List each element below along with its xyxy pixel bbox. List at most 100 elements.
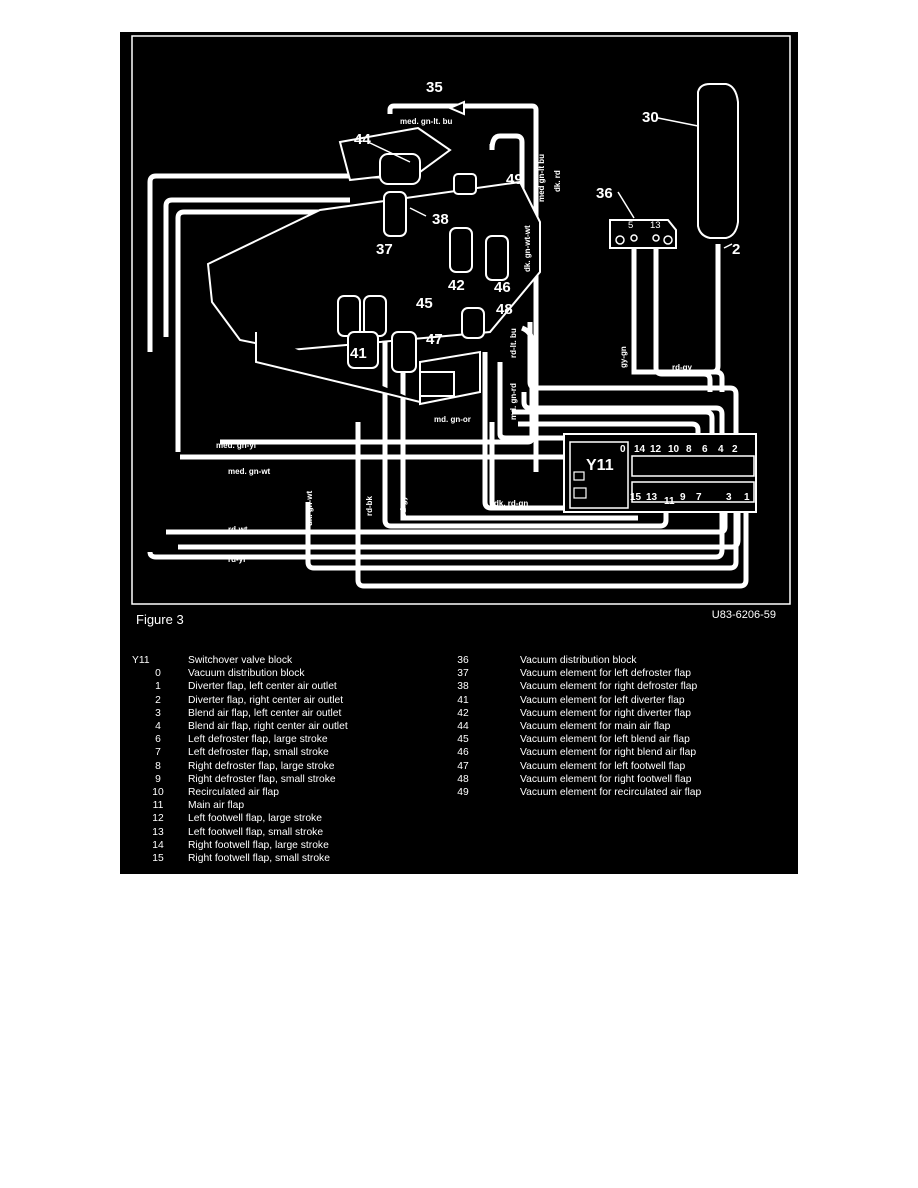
legend-number: 45 xyxy=(457,734,469,746)
legend-description: Main air flap xyxy=(188,800,245,812)
hose-label-rd-bk: rd-bk xyxy=(365,495,374,516)
legend-row: 1 Diverter flap, left center air outlet xyxy=(128,680,348,693)
valve-port-1: 1 xyxy=(744,492,750,503)
legend-description: Blend air flap, left center air outlet xyxy=(188,707,342,719)
legend-number: 41 xyxy=(457,694,469,706)
valve-port-2: 2 xyxy=(732,444,738,455)
legend-number: 8 xyxy=(155,760,161,772)
hose-label-rd-wt: rd-wt xyxy=(228,525,248,534)
valve-port-11: 11 xyxy=(664,496,675,507)
legend-row: 15 Right footwell flap, small stroke xyxy=(128,852,348,865)
legend-number: 10 xyxy=(152,787,164,799)
valve-port-14: 14 xyxy=(634,444,646,455)
legend-description: Blend air flap, right center air outlet xyxy=(188,721,348,733)
legend-description: Left defroster flap, small stroke xyxy=(188,747,329,759)
callout-45: 45 xyxy=(416,295,433,312)
legend-description: Vacuum element for right diverter flap xyxy=(520,707,691,719)
legend-number: 12 xyxy=(152,813,164,825)
legend-description: Vacuum distribution block xyxy=(520,655,637,666)
callout-41: 41 xyxy=(350,345,367,362)
hose-label-rd-yl: rd-yl xyxy=(228,555,245,564)
valve-port-4: 4 xyxy=(718,444,724,455)
legend-number: 38 xyxy=(457,681,469,693)
legend-description: Right footwell flap, large stroke xyxy=(188,839,329,851)
switchover-valve-block xyxy=(563,433,757,513)
callout-42: 42 xyxy=(448,277,465,294)
legend-number: 13 xyxy=(152,826,164,838)
figure-panel: 35 30 44 49 36 38 37 2 42 46 45 48 41 47… xyxy=(120,32,798,874)
valve-port-10: 10 xyxy=(668,444,680,455)
legend-number: 46 xyxy=(457,747,469,759)
legend-description: Right footwell flap, small stroke xyxy=(188,853,330,865)
hose-label-rd-lt-bu: rd-lt. bu xyxy=(509,328,518,358)
valve-port-6: 6 xyxy=(702,444,708,455)
legend-row: 2 Diverter flap, right center air outlet xyxy=(128,694,348,707)
legend-number: 37 xyxy=(457,668,469,680)
legend-number: 9 xyxy=(155,773,161,785)
vacuum-distribution-block xyxy=(609,219,677,249)
hose-label-dk-rd: dk. rd xyxy=(553,170,562,192)
legend-number: Y11 xyxy=(132,655,150,666)
callout-48: 48 xyxy=(496,301,513,318)
callout-30: 30 xyxy=(642,109,659,126)
callout-46: 46 xyxy=(494,279,511,296)
hose-label-rd-gy-right: rd-gy xyxy=(672,363,693,372)
hose-label-md-gn-or: md. gn-or xyxy=(434,415,471,424)
legend-description: Vacuum element for right defroster flap xyxy=(520,681,698,693)
legend-description: Diverter flap, right center air outlet xyxy=(188,694,344,706)
legend-row: 12 Left footwell flap, large stroke xyxy=(128,812,348,825)
legend-description: Vacuum element for recirculated air flap xyxy=(520,787,702,799)
legend-description: Vacuum element for right footwell flap xyxy=(520,773,692,785)
callout-47: 47 xyxy=(426,331,443,348)
hose-label-dk-rd-gn: dk. rd-gn xyxy=(494,499,528,508)
legend-description: Vacuum element for left diverter flap xyxy=(520,694,685,706)
legend-description: Vacuum element for left footwell flap xyxy=(520,760,686,772)
legend-description: Diverter flap, left center air outlet xyxy=(188,681,337,693)
valve-port-12: 12 xyxy=(650,444,662,455)
legend-number: 11 xyxy=(152,800,164,812)
legend-number: 49 xyxy=(457,787,469,799)
hose-label-med-gn-lt-bu: med. gn-lt. bu xyxy=(400,117,453,126)
hose-label-dk-gn-wt: dk. gn-wt xyxy=(305,491,314,526)
heater-housing xyxy=(206,126,541,406)
hose-label-med-gn-lt-bu-vertical: med gn-lt bu xyxy=(537,154,546,202)
legend-description: Right defroster flap, large stroke xyxy=(188,760,335,772)
callout-36: 36 xyxy=(596,185,613,202)
callout-49: 49 xyxy=(506,171,523,188)
hose-label-med-gn-yl: med. gn-yl xyxy=(216,441,256,450)
legend-number: 15 xyxy=(152,853,164,865)
legend-number: 36 xyxy=(457,655,469,666)
legend-number: 1 xyxy=(155,681,161,693)
legend-description: Left defroster flap, large stroke xyxy=(188,734,328,746)
hose-label-dk-gn-wt-wt: dk. gn-wt-wt xyxy=(523,225,532,272)
valve-port-7: 7 xyxy=(696,492,702,503)
legend-row: 41 Vacuum element for left diverter flap xyxy=(438,694,701,707)
diagram-frame xyxy=(131,35,791,605)
legend-description: Recirculated air flap xyxy=(188,787,279,799)
legend-number: 2 xyxy=(155,694,161,706)
hose-label-gy-gn: gy-gn xyxy=(619,346,628,368)
legend-number: 7 xyxy=(155,747,161,759)
callout-y11: Y11 xyxy=(586,457,614,474)
legend-row: 7 Left defroster flap, small stroke xyxy=(128,746,348,759)
callout-37: 37 xyxy=(376,241,393,258)
callout-2: 2 xyxy=(732,241,740,258)
legend-description: Left footwell flap, large stroke xyxy=(188,813,322,825)
legend-description: Vacuum distribution block xyxy=(188,668,305,680)
legend-number: 44 xyxy=(457,721,469,733)
figure-code: U83-6206-59 xyxy=(711,609,776,621)
figure-caption: Figure 3 xyxy=(136,612,184,627)
legend-description: Left footwell flap, small stroke xyxy=(188,826,324,838)
valve-port-8: 8 xyxy=(686,444,692,455)
port-label-5: 5 xyxy=(628,220,633,231)
callout-38: 38 xyxy=(432,211,449,228)
legend-row: 11 Main air flap xyxy=(128,799,348,812)
port-label-13: 13 xyxy=(650,220,661,231)
